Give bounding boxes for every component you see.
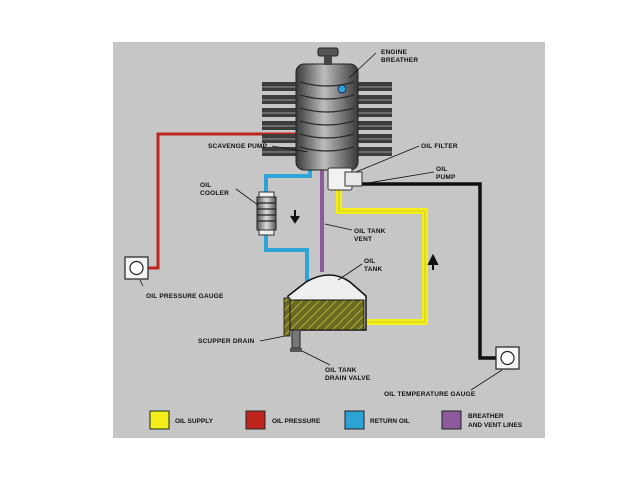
legend-swatch-return-oil	[344, 410, 365, 430]
label-oil-tank-1: OIL	[364, 258, 375, 265]
oil-temperature-line	[362, 182, 496, 360]
label-oil-pressure-gauge: OIL PRESSURE GAUGE	[146, 293, 224, 300]
legend: OIL SUPPLY OIL PRESSURE RETURN OIL BREAT…	[149, 410, 523, 430]
oil-filter-icon	[327, 167, 363, 191]
engine-icon	[262, 47, 392, 171]
label-oil-tank-drain-valve-2: DRAIN VALVE	[325, 375, 371, 382]
flow-arrow-up-icon	[427, 253, 439, 270]
label-oil-filter: OIL FILTER	[421, 143, 458, 150]
legend-swatch-oil-pressure	[245, 410, 266, 430]
label-oil-pump-2: PUMP	[436, 174, 456, 181]
oil-pressure-line	[147, 132, 296, 270]
oil-tank-icon	[283, 274, 367, 352]
label-engine-breather-1: ENGINE	[381, 49, 408, 56]
label-oil-tank-drain-valve-1: OIL TANK	[325, 367, 357, 374]
label-oil-tank-vent-2: VENT	[354, 236, 372, 243]
label-oil-tank-2: TANK	[364, 266, 382, 273]
legend-label-breather-1: BREATHER	[468, 413, 504, 420]
label-oil-temperature-gauge: OIL TEMPERATURE GAUGE	[384, 391, 476, 398]
label-oil-cooler-1: OIL	[200, 182, 211, 189]
oil-cooler-icon	[256, 191, 277, 236]
label-scupper-drain: SCUPPER DRAIN	[198, 338, 255, 345]
legend-label-oil-supply: OIL SUPPLY	[175, 418, 214, 425]
legend-label-oil-pressure: OIL PRESSURE	[272, 418, 321, 425]
label-oil-cooler-2: COOLER	[200, 190, 229, 197]
temperature-gauge-icon	[495, 346, 520, 370]
legend-swatch-oil-supply	[149, 410, 170, 430]
legend-label-return-oil: RETURN OIL	[370, 418, 410, 425]
label-oil-pump-1: OIL	[436, 166, 447, 173]
flow-arrow-down-icon	[290, 210, 300, 224]
legend-swatch-breather	[441, 410, 462, 430]
label-scavenge-pump: SCAVENGE PUMP	[208, 143, 268, 150]
pressure-gauge-icon	[124, 256, 149, 280]
label-engine-breather-2: BREATHER	[381, 57, 418, 64]
legend-label-breather-2: AND VENT LINES	[468, 422, 523, 429]
label-oil-tank-vent-1: OIL TANK	[354, 228, 386, 235]
